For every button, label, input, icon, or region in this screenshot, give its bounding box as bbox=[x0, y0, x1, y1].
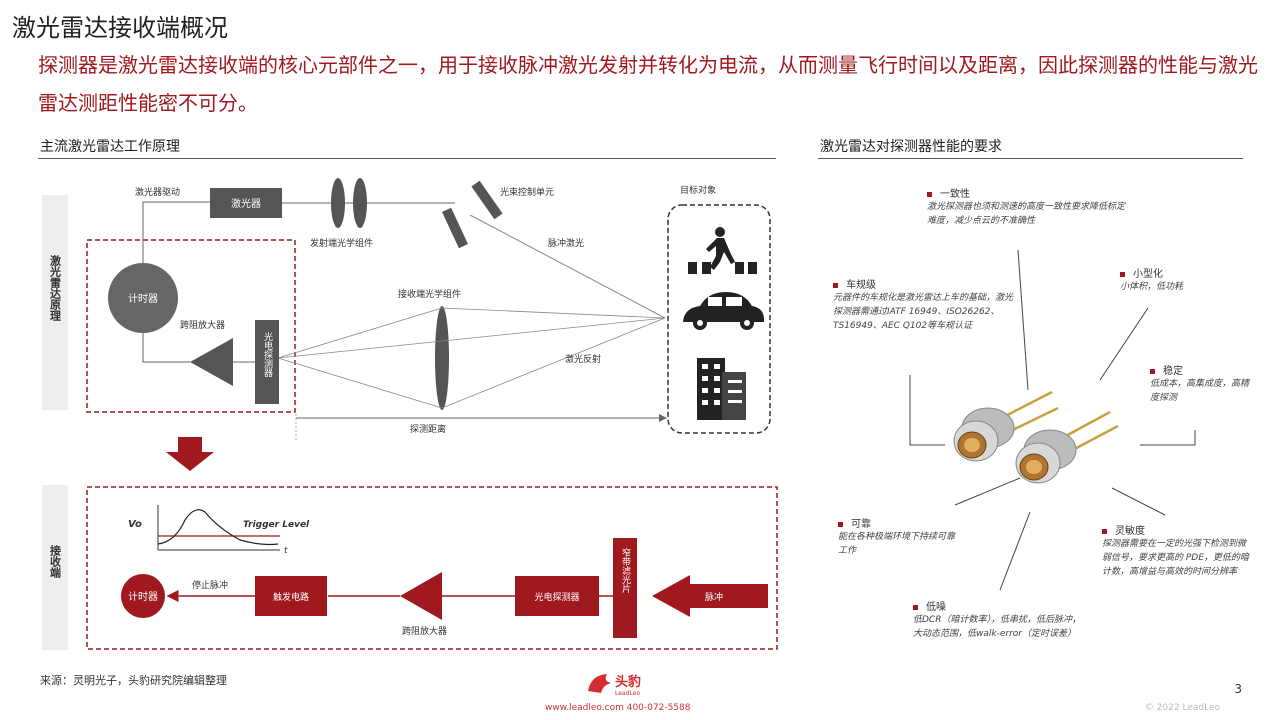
req-consistency: 一致性 激光探测器也须和测速的高度一致性要求降低标定难度，减少点云的不准确性 bbox=[927, 185, 1127, 228]
footer-contact: www.leadleo.com 400-072-5588 bbox=[545, 703, 690, 713]
req-stable-title: 稳定 bbox=[1163, 366, 1183, 377]
req-stable: 稳定 低成本，高集成度，高精度探测 bbox=[1150, 362, 1250, 405]
tx-optics-label: 发射端光学组件 bbox=[310, 237, 373, 249]
driver-line bbox=[143, 202, 210, 268]
req-noise-title: 低噪 bbox=[926, 602, 946, 613]
req-automotive: 车规级 元器件的车规化是激光雷达上车的基础，激光探测器需通过IATF 16949… bbox=[833, 276, 1013, 333]
mirror-2 bbox=[471, 181, 502, 220]
detector-label: 光电探测器 bbox=[262, 331, 273, 377]
req-reliable-text: 能在各种极端环境下持续可靠工作 bbox=[838, 530, 958, 558]
pedestrian-icon bbox=[688, 227, 757, 274]
bullet-square-icon bbox=[1102, 529, 1107, 534]
chain-timer-label: 计时器 bbox=[128, 590, 158, 603]
req-consistency-title: 一致性 bbox=[940, 189, 970, 200]
connector-sensitivity bbox=[1112, 488, 1165, 515]
req-automotive-text: 元器件的车规化是激光雷达上车的基础，激光探测器需通过IATF 16949、ISO… bbox=[833, 291, 1013, 333]
req-reliable: 可靠 能在各种极端环境下持续可靠工作 bbox=[838, 515, 958, 558]
rx-lens bbox=[435, 306, 449, 410]
right-section-rule bbox=[818, 158, 1243, 159]
photodetector-image-2 bbox=[1016, 412, 1118, 483]
trigger-circuit-label: 触发电路 bbox=[273, 591, 309, 603]
req-consistency-text: 激光探测器也须和测速的高度一致性要求降低标定难度，减少点云的不准确性 bbox=[927, 200, 1127, 228]
side-label-receiver: 接收端 bbox=[49, 544, 62, 579]
connector-consistency bbox=[1018, 250, 1028, 390]
bullet-square-icon bbox=[833, 283, 838, 288]
chain-amp-triangle bbox=[400, 572, 442, 620]
side-label-lidar: 激光雷达原理 bbox=[49, 254, 63, 321]
right-section-heading: 激光雷达对探测器性能的要求 bbox=[820, 136, 1002, 156]
rx-ray-2 bbox=[278, 308, 442, 358]
bullet-square-icon bbox=[927, 192, 932, 197]
timer-label: 计时器 bbox=[128, 292, 158, 305]
target-label: 目标对象 bbox=[680, 184, 716, 196]
rx-ray-1 bbox=[278, 318, 665, 358]
req-sensitivity-title: 灵敏度 bbox=[1115, 526, 1145, 537]
req-sensitivity-text: 探测器需要在一定的光强下检测到微弱信号，要求更高的 PDE，更低的暗计数，高增益… bbox=[1102, 537, 1252, 579]
source-note: 来源：灵明光子，头豹研究院编辑整理 bbox=[40, 672, 227, 688]
waveform-plot: Vo Trigger Level t bbox=[128, 505, 310, 556]
connector-miniature bbox=[1100, 308, 1148, 380]
req-reliable-title: 可靠 bbox=[851, 519, 871, 530]
rx-ray-3 bbox=[278, 358, 442, 408]
building-icon bbox=[697, 358, 746, 420]
car-icon bbox=[683, 292, 764, 330]
mirror-1 bbox=[442, 208, 468, 248]
req-automotive-title: 车规级 bbox=[846, 280, 876, 291]
chain-detector-label: 光电探测器 bbox=[534, 591, 579, 603]
receiver-chain-box bbox=[87, 487, 777, 649]
laser-label: 激光器 bbox=[231, 197, 261, 210]
req-miniature-title: 小型化 bbox=[1133, 269, 1163, 280]
rx-ray-4 bbox=[442, 308, 665, 318]
tx-lens-2 bbox=[353, 178, 367, 228]
rx-optics-label: 接收端光学组件 bbox=[398, 288, 461, 300]
driver-label: 激光器驱动 bbox=[135, 186, 180, 198]
filter-label: 窄带滤光片 bbox=[620, 547, 631, 594]
rx-ray-5 bbox=[442, 318, 665, 408]
stop-label: 停止脉冲 bbox=[192, 579, 228, 591]
copyright: © 2022 LeadLeo bbox=[1145, 703, 1220, 713]
lidar-principle-diagram: 激光雷达原理 接收端 激光器驱动 激光器 发射端光学组件 光束控制单元 脉冲激光… bbox=[0, 0, 800, 665]
bullet-square-icon bbox=[1120, 272, 1125, 277]
bullet-square-icon bbox=[1150, 369, 1155, 374]
req-noise-text: 低DCR（暗计数率），低串扰，低后脉冲，大动态范围，低walk-error（定时… bbox=[913, 613, 1083, 641]
requirements-diagram bbox=[800, 160, 1280, 670]
beam-steering-label: 光束控制单元 bbox=[500, 186, 554, 198]
distance-label: 探测距离 bbox=[410, 423, 446, 435]
page-number: 3 bbox=[1234, 682, 1242, 696]
reflect-label: 激光反射 bbox=[565, 353, 601, 365]
connector-noise bbox=[1000, 512, 1030, 590]
leopard-logo-icon bbox=[588, 674, 611, 693]
trigger-label: Trigger Level bbox=[243, 520, 310, 530]
amp-triangle bbox=[190, 338, 233, 386]
down-arrow-icon bbox=[166, 437, 214, 471]
req-stable-text: 低成本，高集成度，高精度探测 bbox=[1150, 377, 1250, 405]
req-miniature-text: 小体积，低功耗 bbox=[1120, 280, 1250, 294]
vo-label: Vo bbox=[128, 519, 142, 530]
req-noise: 低噪 低DCR（暗计数率），低串扰，低后脉冲，大动态范围，低walk-error… bbox=[913, 598, 1083, 641]
timer-line bbox=[143, 333, 190, 362]
tx-lens-1 bbox=[331, 178, 345, 228]
amp-label: 跨阻放大器 bbox=[180, 319, 225, 331]
t-label: t bbox=[284, 546, 288, 556]
connector-automotive bbox=[910, 375, 945, 445]
req-miniature: 小型化 小体积，低功耗 bbox=[1120, 265, 1250, 294]
connector-reliable bbox=[955, 478, 1020, 505]
chain-amp-label: 跨阻放大器 bbox=[402, 625, 447, 637]
bullet-square-icon bbox=[913, 605, 918, 610]
pulse-in-label: 脉冲 bbox=[705, 591, 723, 603]
bullet-square-icon bbox=[838, 522, 843, 527]
pulse-beam bbox=[470, 215, 665, 318]
pulse-label: 脉冲激光 bbox=[548, 237, 584, 249]
logo-sub: LeadLeo bbox=[615, 690, 640, 697]
req-sensitivity: 灵敏度 探测器需要在一定的光强下检测到微弱信号，要求更高的 PDE，更低的暗计数… bbox=[1102, 522, 1252, 579]
logo-text: 头豹 bbox=[615, 674, 641, 690]
connector-stable bbox=[1140, 430, 1195, 445]
leadleo-logo: 头豹 LeadLeo bbox=[585, 669, 665, 701]
